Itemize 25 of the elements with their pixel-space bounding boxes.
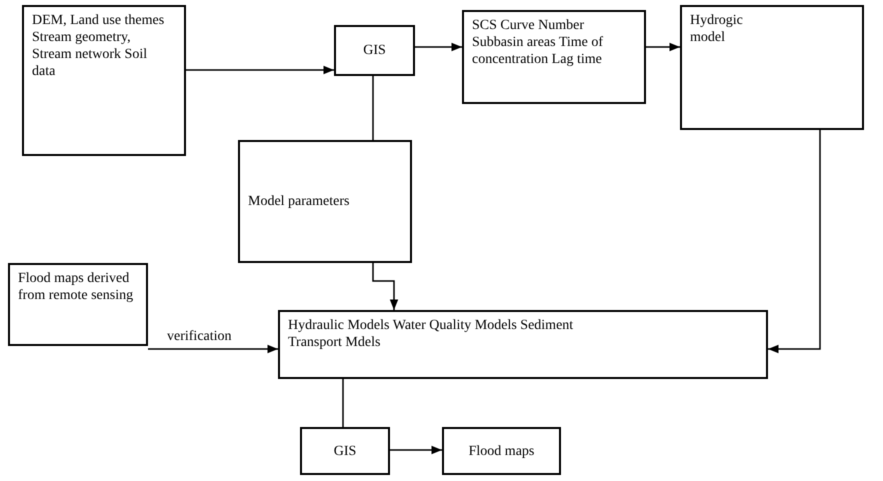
box-text: Flood maps [468,442,534,460]
arrow [415,42,462,52]
box-text: Hydrogic model [690,12,744,46]
box-text: Flood maps derived from remote sensing [18,270,134,304]
box-text: Model parameters [248,193,350,210]
arrow [148,344,278,354]
process-box [238,140,412,263]
process-box [22,5,186,156]
process-box [300,427,390,475]
box-text: DEM, Land use themes Stream geometry, Stream network Soil data [32,12,166,80]
process-box [8,263,148,346]
box-text: Hydraulic Models Water Quality Models Sediment Transport Mdels [288,317,574,351]
arrow [646,42,680,52]
arrow [186,66,334,74]
arrow [768,130,821,354]
process-box [334,25,415,76]
box-text: GIS [334,442,356,460]
process-box [278,310,768,379]
process-box [442,427,561,475]
arrow [372,263,398,310]
arrow [390,446,442,454]
process-box [462,10,646,104]
box-text: GIS [363,42,386,59]
process-box [680,5,864,130]
box-text: SCS Curve Number Subbasin areas Time of concentration Lag time [472,17,604,68]
